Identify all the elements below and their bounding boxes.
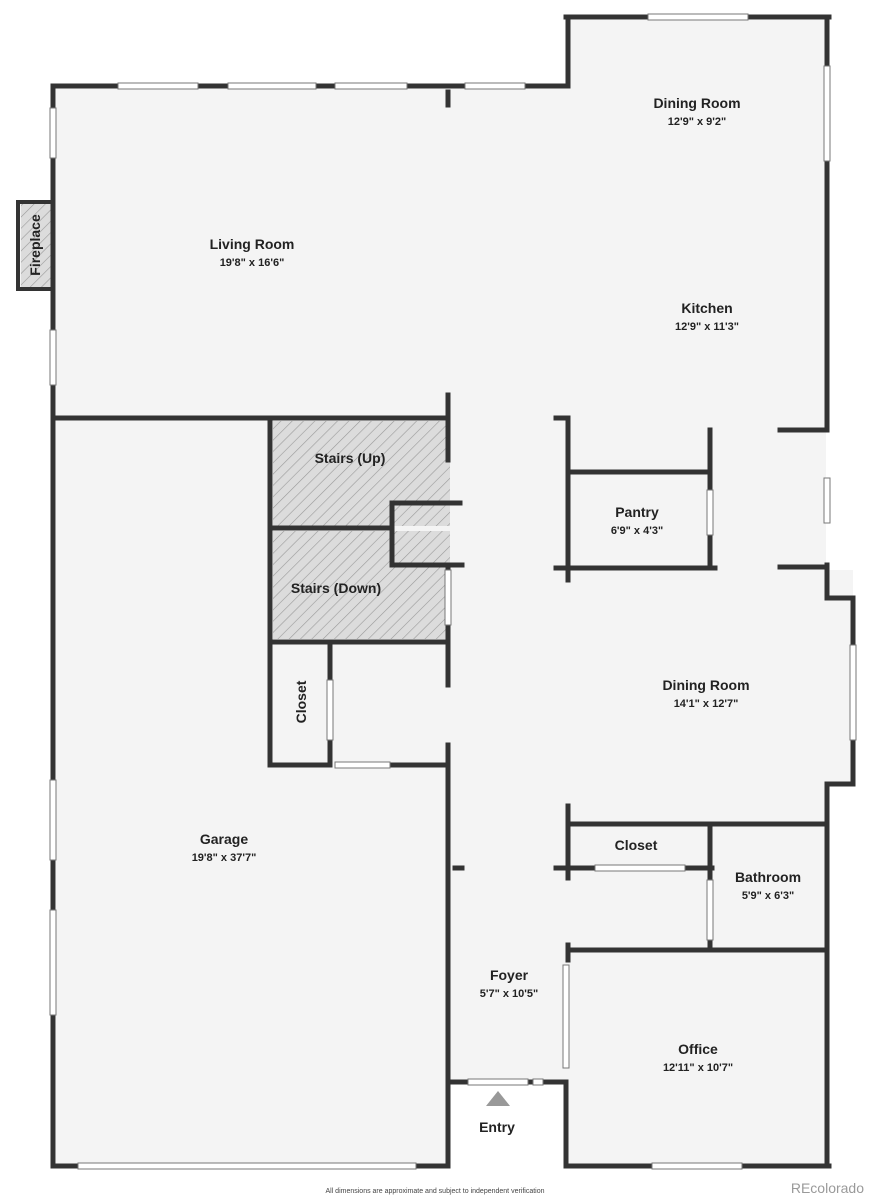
fireplace-label: Fireplace (27, 214, 43, 276)
brand-watermark: REcolorado (790, 1180, 864, 1196)
foyer-label: Foyer (490, 967, 529, 983)
stairs-up-area (273, 421, 450, 526)
living-room-dim: 19'8" x 16'6" (220, 257, 285, 269)
bathroom-dim: 5'9" x 6'3" (742, 890, 794, 902)
office-dim: 12'11" x 10'7" (663, 1062, 733, 1074)
closet-right-label: Closet (615, 837, 658, 853)
stairs-up-label: Stairs (Up) (315, 450, 386, 466)
stairs-down-label: Stairs (Down) (291, 580, 381, 596)
dining-room-mid-label: Dining Room (662, 677, 749, 693)
fireplace-area (21, 204, 52, 288)
disclaimer-text: All dimensions are approximate and subje… (325, 1188, 545, 1195)
pantry-dim: 6'9" x 4'3" (611, 525, 663, 537)
windows (49, 13, 857, 1170)
office-label: Office (678, 1041, 718, 1057)
kitchen-dim: 12'9" x 11'3" (675, 321, 739, 333)
dining-room-mid-dim: 14'1" x 12'7" (674, 698, 739, 710)
garage-dim: 19'8" x 37'7" (192, 852, 257, 864)
stairs-down-area (273, 531, 450, 639)
foyer-dim: 5'7" x 10'5" (480, 988, 538, 1000)
pantry-label: Pantry (615, 504, 659, 520)
floor-area (20, 20, 853, 1166)
garage-label: Garage (200, 831, 248, 847)
kitchen-label: Kitchen (681, 300, 732, 316)
entry-arrow-icon (486, 1091, 510, 1106)
bathroom-label: Bathroom (735, 869, 801, 885)
living-room-label: Living Room (210, 236, 295, 252)
entry-label: Entry (479, 1119, 515, 1135)
closet-left-label: Closet (293, 680, 309, 723)
dining-room-top-dim: 12'9" x 9'2" (668, 116, 726, 128)
dining-room-top-label: Dining Room (653, 95, 740, 111)
